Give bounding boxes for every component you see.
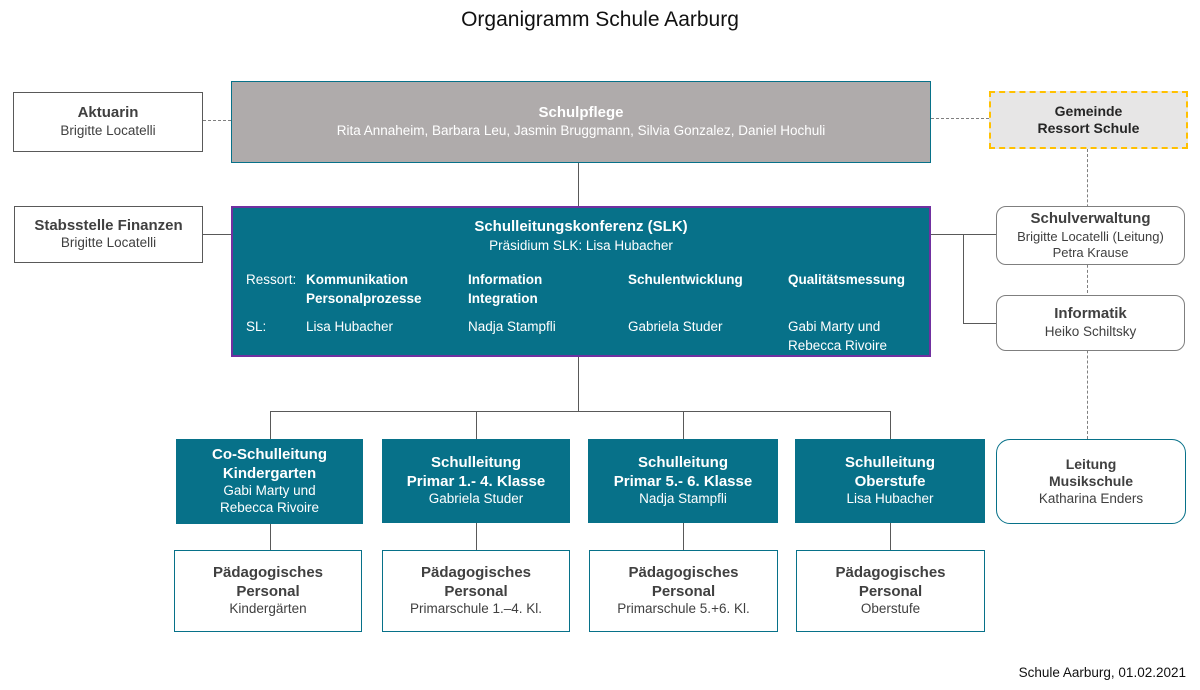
node-pp4-title2: Personal [858, 582, 923, 600]
slk-ressort-col-1: Kommunikation Personalprozesse [306, 272, 422, 306]
node-pp1-title2: Personal [236, 582, 300, 600]
node-pp3-subtitle: Primarschule 5.+6. Kl. [617, 601, 750, 617]
slk-sl-col-1: Lisa Hubacher [306, 319, 394, 334]
connector-branch-informatik [963, 323, 996, 324]
connector-tree-drop-2 [476, 411, 477, 439]
node-informatik-person: Heiko Schiltsky [1044, 323, 1137, 339]
node-personal-kindergaerten: Pädagogisches Personal Kindergärten [174, 550, 362, 632]
node-schulverwaltung-person2: Petra Krause [1052, 244, 1129, 260]
node-pp3-title1: Pädagogisches [628, 563, 739, 581]
slk-ressort-col-3: Schulentwicklung [628, 272, 743, 287]
node-informatik-title: Informatik [1054, 305, 1127, 323]
node-aktuarin: Aktuarin Brigitte Locatelli [13, 92, 203, 152]
node-schulverwaltung-title: Schulverwaltung [1030, 209, 1151, 227]
node-sl4-person1: Lisa Hubacher [846, 491, 934, 507]
slk-ressort-col-2: Information Integration [468, 272, 543, 306]
node-sl3-person1: Nadja Stampfli [639, 491, 727, 507]
node-personal-primar-1-4: Pädagogisches Personal Primarschule 1.–4… [382, 550, 570, 632]
node-gemeinde-ressort-schule: Gemeinde Ressort Schule [989, 91, 1188, 149]
connector-personal-drop-1 [270, 524, 271, 550]
node-leitung-musikschule: Leitung Musikschule Katharina Enders [996, 439, 1186, 524]
node-slk-subtitle: Präsidium SLK: Lisa Hubacher [489, 238, 673, 253]
node-schulleitung-primar-1-4: Schulleitung Primar 1.- 4. Klasse Gabrie… [382, 439, 570, 523]
page-title: Organigramm Schule Aarburg [461, 8, 739, 31]
connector-aktuarin-schulpflege [203, 120, 231, 121]
node-pp1-title1: Pädagogisches [212, 563, 324, 581]
node-sl1-title1: Co-Schulleitung [212, 445, 327, 463]
node-sl1-person1: Gabi Marty und [223, 483, 316, 499]
node-sl3-title1: Schulleitung [638, 453, 728, 471]
node-stabsstelle-title: Stabsstelle Finanzen [34, 216, 183, 234]
slk-sl-col-4: Gabi Marty und Rebecca Rivoire [788, 319, 888, 353]
node-personal-primar-5-6: Pädagogisches Personal Primarschule 5.+6… [589, 550, 778, 632]
node-stabsstelle-person: Brigitte Locatelli [60, 235, 157, 251]
node-sl4-title2: Oberstufe [854, 472, 926, 490]
slk-ressort-table: Ressort: Kommunikation Personalprozesse … [233, 270, 929, 355]
connector-personal-drop-2 [476, 523, 477, 550]
connector-tree-drop-4 [890, 411, 891, 439]
slk-row-label-ressort: Ressort: [246, 272, 297, 287]
connector-slk-tree-stem [578, 357, 579, 412]
node-schulpflege: Schulpflege Rita Annaheim, Barbara Leu, … [231, 81, 931, 163]
node-gemeinde-title-line1: Gemeinde [1054, 102, 1123, 119]
slk-ressort-col-4: Qualitätsmessung [788, 272, 906, 287]
node-pp2-title1: Pädagogisches [420, 563, 532, 581]
node-pp4-subtitle: Oberstufe [860, 601, 921, 617]
connector-stabsstelle-slk [203, 234, 231, 235]
slk-sl-col-3: Gabriela Studer [628, 319, 723, 334]
connector-gemeinde-musikschule [1087, 149, 1088, 439]
node-schulverwaltung-person1: Brigitte Locatelli (Leitung) [1017, 228, 1164, 244]
node-informatik: Informatik Heiko Schiltsky [996, 295, 1185, 351]
node-sl1-person2: Rebecca Rivoire [219, 500, 320, 516]
connector-tree-drop-1 [270, 411, 271, 439]
node-pp2-subtitle: Primarschule 1.–4. Kl. [409, 601, 543, 617]
node-pp2-title2: Personal [444, 582, 508, 600]
node-sl2-title2: Primar 1.- 4. Klasse [406, 472, 546, 490]
node-musikschule-title2: Musikschule [1048, 473, 1134, 490]
node-sl3-title2: Primar 5.- 6. Klasse [613, 472, 753, 490]
slk-row-label-sl: SL: [246, 319, 267, 334]
node-personal-oberstufe: Pädagogisches Personal Oberstufe [796, 550, 985, 632]
node-schulpflege-members: Rita Annaheim, Barbara Leu, Jasmin Brugg… [336, 122, 826, 138]
node-slk: Schulleitungskonferenz (SLK) Präsidium S… [231, 206, 931, 357]
node-sl4-title1: Schulleitung [845, 453, 935, 471]
node-gemeinde-title-line2: Ressort Schule [1037, 120, 1140, 136]
node-schulleitung-oberstufe: Schulleitung Oberstufe Lisa Hubacher [795, 439, 985, 523]
node-schulleitung-primar-5-6: Schulleitung Primar 5.- 6. Klasse Nadja … [588, 439, 778, 523]
connector-personal-drop-3 [683, 523, 684, 550]
connector-branch-vertical [963, 234, 964, 324]
node-sl1-title2: Kindergarten [222, 464, 317, 482]
node-aktuarin-person: Brigitte Locatelli [60, 122, 156, 138]
connector-schulpflege-gemeinde [931, 118, 989, 119]
node-stabsstelle-finanzen: Stabsstelle Finanzen Brigitte Locatelli [14, 206, 203, 263]
connector-personal-drop-4 [890, 523, 891, 550]
connector-tree-horizontal [270, 411, 890, 412]
node-pp1-subtitle: Kindergärten [229, 601, 307, 617]
node-sl2-title1: Schulleitung [431, 453, 521, 471]
node-aktuarin-title: Aktuarin [77, 104, 139, 122]
node-schulpflege-title: Schulpflege [538, 104, 624, 122]
slk-sl-col-2: Nadja Stampfli [468, 319, 556, 334]
footer-note: Schule Aarburg, 01.02.2021 [1018, 665, 1186, 680]
node-co-schulleitung-kindergarten: Co-Schulleitung Kindergarten Gabi Marty … [176, 439, 363, 524]
connector-tree-drop-3 [683, 411, 684, 439]
node-pp3-title2: Personal [651, 582, 716, 600]
node-sl2-person1: Gabriela Studer [428, 491, 524, 507]
connector-schulpflege-slk [578, 163, 579, 207]
node-pp4-title1: Pädagogisches [835, 563, 946, 581]
node-slk-title: Schulleitungskonferenz (SLK) [474, 218, 688, 235]
node-schulverwaltung: Schulverwaltung Brigitte Locatelli (Leit… [996, 206, 1185, 265]
node-musikschule-title1: Leitung [1065, 455, 1117, 472]
node-musikschule-person: Katharina Enders [1038, 490, 1144, 506]
